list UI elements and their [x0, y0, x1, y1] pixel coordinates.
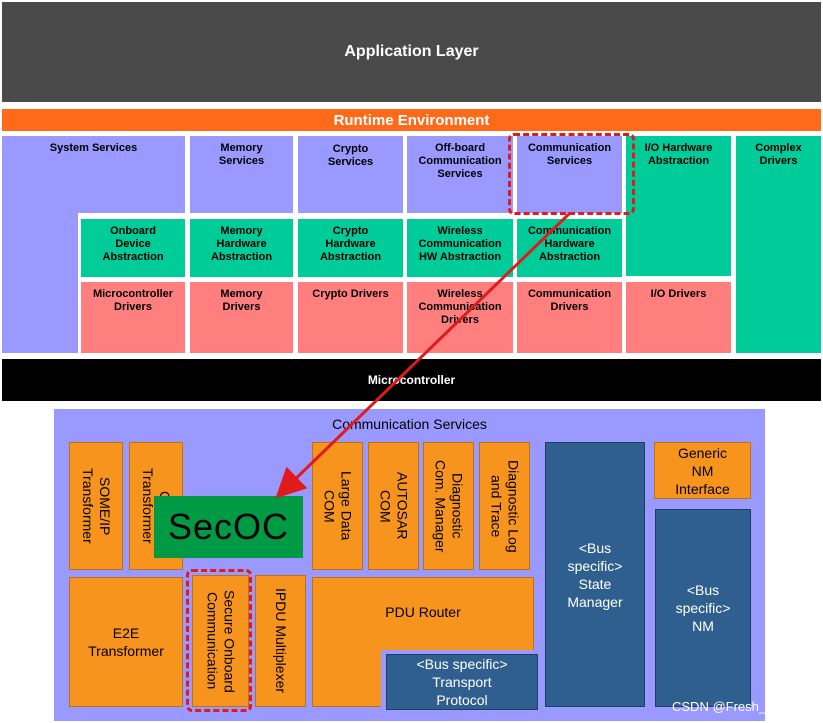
crypto-hw-label: Crypto Hardware Abstraction	[319, 225, 382, 263]
memory-services-label: Memory Services	[218, 142, 265, 167]
complex-drivers: Complex Drivers	[736, 136, 821, 353]
microcontroller-label: Microcontroller	[367, 373, 456, 387]
autosar-com-label: AUTOSAR COM	[377, 472, 411, 540]
bus-state-manager: <Bus specific> State Manager	[545, 442, 645, 707]
pdu-router-label: PDU Router	[385, 604, 461, 620]
crypto-hardware-abstraction: Crypto Hardware Abstraction	[298, 219, 403, 277]
offboard-services-label: Off-board Communication Services	[418, 142, 502, 180]
diag-com-manager-label: Diagnostic Com. Manager	[432, 459, 466, 553]
memory-drivers: Memory Drivers	[190, 282, 293, 353]
large-data-com: Large Data COM	[312, 442, 363, 570]
microcontroller-drivers: Microcontroller Drivers	[81, 282, 185, 353]
secoc-highlight	[186, 569, 252, 712]
generic-nm-label: Generic NM Interface	[675, 444, 730, 497]
system-services-label: System Services	[49, 142, 138, 154]
secure-onboard-communication: Secure Onboard Communication	[192, 575, 249, 707]
e2e-label: E2E Transformer	[88, 625, 164, 659]
application-layer: Application Layer	[2, 2, 821, 102]
transport-label: <Bus specific> Transport Protocol	[416, 656, 508, 708]
io-hardware-label: I/O Hardware Abstraction	[644, 142, 713, 167]
complex-drivers-label: Complex Drivers	[755, 142, 802, 167]
wireless-hw-label: Wireless Communication HW Abstraction	[418, 225, 502, 263]
mcu-drivers-label: Microcontroller Drivers	[92, 288, 174, 313]
watermark: CSDN @Fresh__flash	[672, 699, 801, 714]
crypto-services-label: Crypto Services	[327, 143, 374, 168]
io-drivers: I/O Drivers	[626, 282, 731, 353]
communication-services: Communication Services	[517, 136, 622, 213]
onboard-device-abstraction: Onboard Device Abstraction	[81, 219, 185, 277]
memory-hardware-abstraction: Memory Hardware Abstraction	[190, 219, 293, 277]
comm-hw-label: Communication Hardware Abstraction	[527, 225, 612, 263]
crypto-services: Crypto Services	[298, 136, 403, 213]
state-manager-label: <Bus specific> State Manager	[567, 539, 623, 610]
memory-services: Memory Services	[190, 136, 293, 213]
large-data-com-label: Large Data COM	[321, 471, 355, 541]
crypto-drivers: Crypto Drivers	[298, 282, 403, 353]
diag-log-trace-label: Diagnostic Log and Trace	[488, 459, 522, 553]
communication-services-label: Communication Services	[527, 142, 612, 167]
offboard-communication-services: Off-board Communication Services	[407, 136, 513, 213]
someip-label: SOME/IP Transformer	[80, 468, 113, 544]
ipdu-mux-label: IPDU Multiplexer	[273, 588, 289, 694]
application-layer-label: Application Layer	[344, 43, 479, 60]
memory-drivers-label: Memory Drivers	[220, 288, 263, 313]
secoc-long-label: Secure Onboard Communication	[204, 589, 238, 693]
io-drivers-label: I/O Drivers	[650, 288, 707, 300]
e2e-transformer: E2E Transformer	[69, 577, 183, 707]
onboard-label: Onboard Device Abstraction	[102, 225, 164, 263]
comm-drivers-label: Communication Drivers	[527, 288, 612, 313]
secoc-label: SecOC	[167, 506, 290, 547]
runtime-environment-label: Runtime Environment	[333, 111, 490, 129]
wireless-communication-drivers: Wireless Communication Drivers	[407, 282, 513, 353]
crypto-drivers-label: Crypto Drivers	[312, 288, 389, 300]
microcontroller-layer: Microcontroller	[2, 359, 821, 401]
wireless-drivers-label: Wireless Communication Drivers	[418, 288, 502, 326]
transport-protocol: <Bus specific> Transport Protocol	[386, 654, 538, 710]
communication-hardware-abstraction: Communication Hardware Abstraction	[517, 219, 622, 277]
wireless-hw-abstraction: Wireless Communication HW Abstraction	[407, 219, 513, 277]
bus-nm: <Bus specific> NM	[655, 509, 751, 707]
diagnostic-com-manager: Diagnostic Com. Manager	[423, 442, 474, 570]
bus-nm-label: <Bus specific> NM	[675, 582, 731, 634]
communication-drivers: Communication Drivers	[517, 282, 622, 353]
someip-transformer: SOME/IP Transformer	[69, 442, 123, 570]
autosar-com: AUTOSAR COM	[368, 442, 419, 570]
ipdu-multiplexer: IPDU Multiplexer	[255, 575, 306, 707]
runtime-environment: Runtime Environment	[2, 109, 821, 131]
diagnostic-log-trace: Diagnostic Log and Trace	[479, 442, 530, 570]
io-hardware-abstraction: I/O Hardware Abstraction	[626, 136, 731, 276]
memory-hw-label: Memory Hardware Abstraction	[210, 225, 273, 263]
communication-services-highlight	[508, 133, 635, 215]
comm-detail-title: Communication Services	[332, 416, 487, 432]
secoc-label-box: SecOC	[154, 496, 303, 558]
generic-nm-interface: Generic NM Interface	[654, 442, 751, 499]
